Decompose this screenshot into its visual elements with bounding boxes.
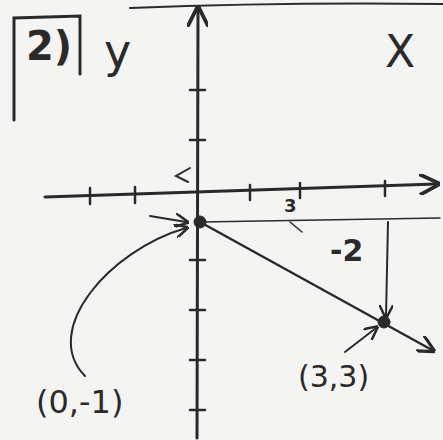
- slope-line: [200, 222, 432, 350]
- page-line: [130, 4, 443, 9]
- point-dot: [194, 216, 206, 228]
- label-text: (0,-1): [36, 383, 123, 421]
- leader-arrow: [345, 328, 376, 352]
- label-text: -2: [330, 233, 363, 268]
- label-text: y: [104, 24, 131, 78]
- rise-arrow: [386, 222, 388, 316]
- run-tick: [290, 222, 302, 232]
- number-bracket: [14, 16, 80, 120]
- hand-label: X: [385, 30, 415, 74]
- pointer-arrow: [150, 216, 186, 222]
- label-text: (3,3): [298, 359, 369, 394]
- pointer-mark: [176, 168, 190, 182]
- leader-arrow: [71, 228, 186, 376]
- point-dot: [378, 316, 390, 328]
- hand-label: (0,-1): [36, 386, 123, 418]
- x-axis: [45, 184, 436, 197]
- label-text: X: [385, 26, 415, 77]
- run-line: [200, 218, 440, 222]
- hand-label: -2: [330, 236, 363, 266]
- label-text: 3: [284, 195, 297, 216]
- hand-label: y: [104, 28, 131, 74]
- hand-label: 3: [284, 197, 297, 215]
- hand-label: 2): [26, 26, 72, 66]
- axis-ticks: [90, 90, 385, 410]
- hand-label: (3,3): [298, 362, 369, 392]
- label-text: 2): [26, 23, 72, 69]
